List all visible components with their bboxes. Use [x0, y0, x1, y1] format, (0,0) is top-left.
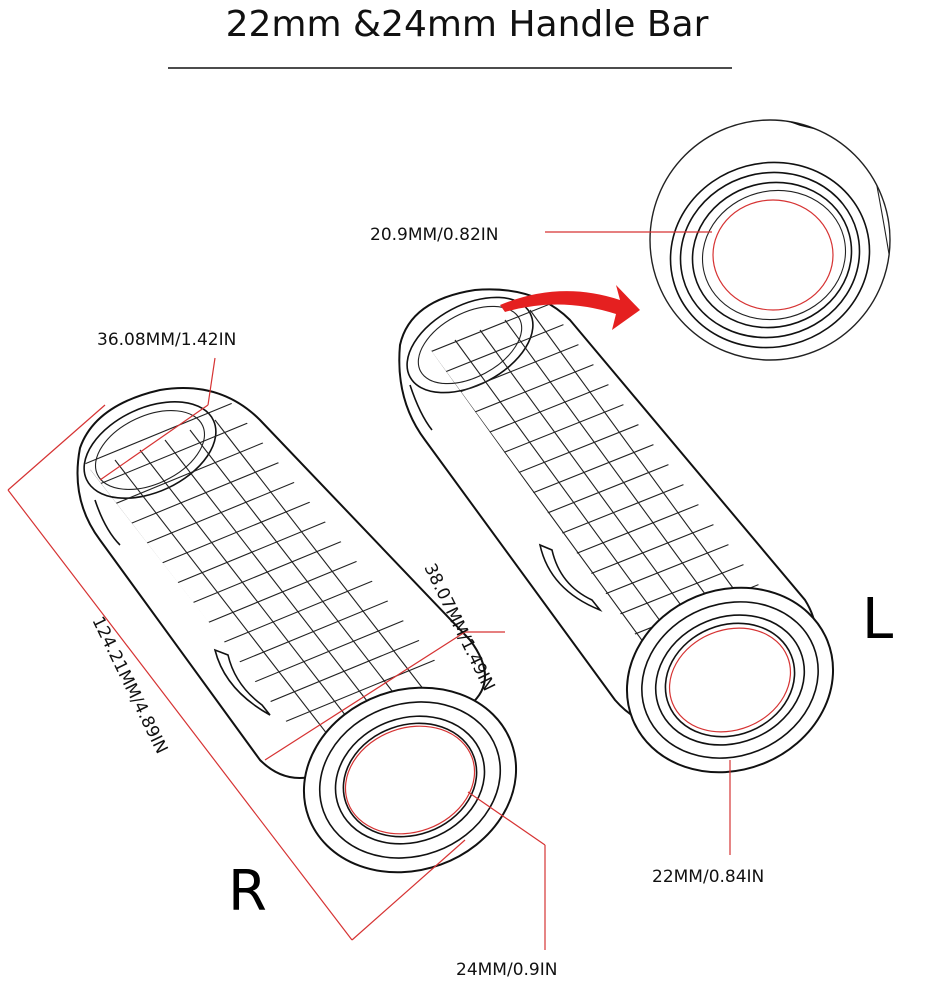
dim-label-bore-right: 24MM/0.9IN	[456, 960, 557, 980]
side-label-left: L	[862, 587, 893, 652]
right-grip-texture	[75, 399, 456, 765]
dim-label-length: 124.21MM/4.89IN	[88, 613, 172, 757]
right-grip	[75, 387, 518, 874]
right-bore-circle	[344, 725, 476, 835]
left-grip	[398, 288, 835, 774]
dim-label-closeup-bore: 20.9MM/0.82IN	[370, 225, 499, 245]
closeup-view	[649, 119, 891, 361]
zoom-arrow-icon	[500, 285, 640, 330]
dim-label-end-diameter-left: 36.08MM/1.42IN	[97, 330, 236, 350]
dim-label-bore-left: 22MM/0.84IN	[652, 867, 764, 887]
page-title: 22mm &24mm Handle Bar	[226, 4, 709, 45]
side-label-right: R	[228, 859, 267, 924]
left-bore-circle	[668, 627, 792, 733]
closeup-bore-circle	[712, 199, 834, 311]
